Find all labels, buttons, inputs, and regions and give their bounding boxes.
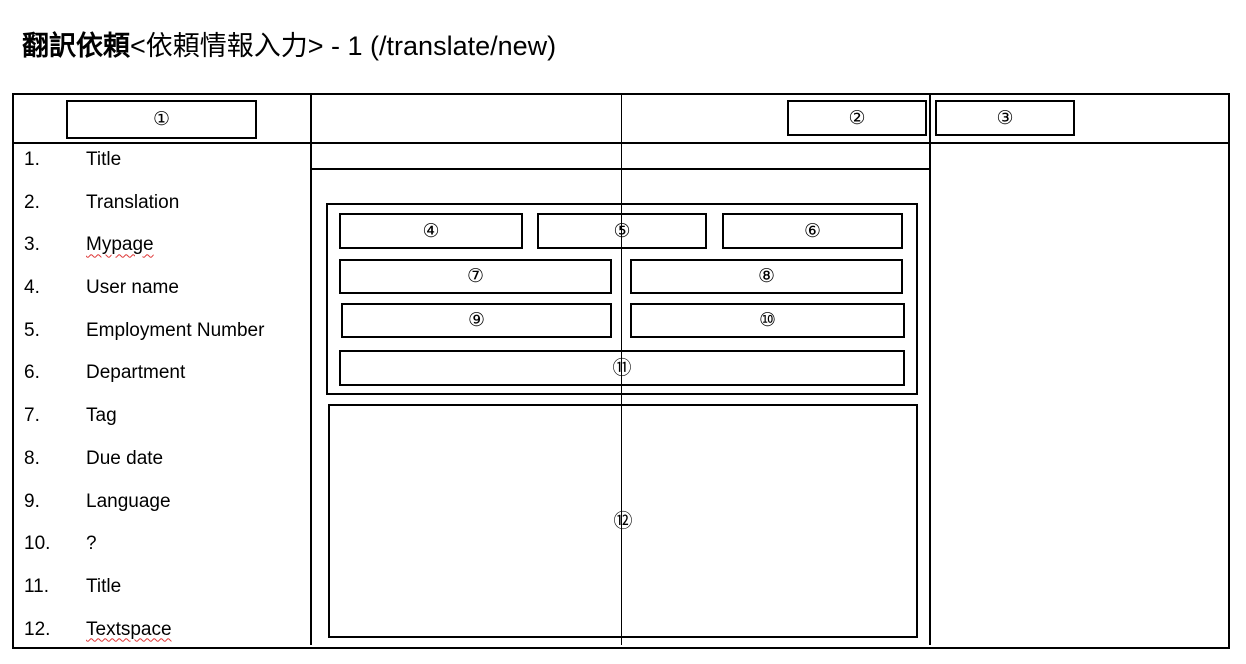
legend-item-number: 5. (24, 319, 40, 341)
box-4-user-name[interactable]: ④ (339, 213, 523, 249)
legend-item-label: Translation (86, 191, 180, 213)
legend-item-label: Mypage (86, 234, 154, 256)
legend-item-number: 6. (24, 362, 40, 384)
legend-item-label: Textspace (86, 618, 172, 640)
marker-7: ⑦ (466, 266, 485, 287)
legend-item-label: Due date (86, 447, 164, 469)
legend-item-label: Employment Number (86, 319, 265, 341)
legend-item-label: ? (86, 533, 97, 555)
legend-item-number: 10. (24, 533, 51, 555)
legend-item-number: 7. (24, 405, 40, 427)
box-10-unknown[interactable]: ⑩ (630, 303, 905, 338)
legend-item-label: User name (86, 277, 179, 299)
legend-item-number: 2. (24, 191, 40, 213)
left-column-divider (310, 95, 312, 645)
legend-item-label: Department (86, 362, 186, 384)
box-1-title-logo[interactable]: ① (66, 100, 257, 139)
page-title-subtitle: <依頼情報入力> - 1 (/translate/new) (130, 31, 557, 61)
marker-3: ③ (996, 107, 1014, 129)
page-title: 翻訳依頼<依頼情報入力> - 1 (/translate/new) (22, 28, 556, 64)
form-info-group (326, 203, 918, 395)
legend-item-label: Title (86, 149, 122, 170)
box-7-tag[interactable]: ⑦ (339, 259, 612, 294)
marker-12: ⑫ (613, 510, 633, 532)
marker-2: ② (848, 107, 866, 129)
marker-4: ④ (422, 220, 440, 242)
legend-item-number: 11. (24, 575, 50, 597)
box-2-translation[interactable]: ② (787, 100, 927, 136)
marker-10: ⑩ (758, 310, 777, 331)
main-strip-line (312, 168, 929, 170)
legend-item-label: Language (86, 490, 171, 512)
marker-5: ⑤ (613, 220, 631, 242)
box-5-employment-number[interactable]: ⑤ (537, 213, 707, 249)
marker-8: ⑧ (757, 266, 776, 287)
box-6-department[interactable]: ⑥ (722, 213, 903, 249)
box-12-textspace[interactable]: ⑫ (328, 404, 918, 638)
box-11-title[interactable]: ⑪ (339, 350, 905, 386)
legend-item-number: 12. (24, 618, 51, 640)
legend-item-number: 8. (24, 447, 40, 469)
wireframe-frame (12, 93, 1230, 649)
legend-item-number: 9. (24, 490, 40, 512)
legend-item-label: Tag (86, 405, 117, 427)
legend-item-number: 4. (24, 277, 40, 299)
box-3-mypage[interactable]: ③ (935, 100, 1075, 136)
center-guide-line (621, 95, 622, 645)
legend-item-number: 3. (24, 234, 40, 256)
marker-1: ① (152, 109, 171, 130)
marker-11: ⑪ (612, 357, 632, 379)
right-column-divider (929, 95, 931, 645)
marker-6: ⑥ (803, 220, 822, 242)
legend-item-number: 1. (24, 149, 40, 170)
legend-item-label: Title (86, 575, 122, 597)
box-8-due-date[interactable]: ⑧ (630, 259, 903, 294)
marker-9: ⑨ (467, 310, 486, 331)
box-9-language[interactable]: ⑨ (341, 303, 612, 338)
page-title-main: 翻訳依頼 (22, 31, 130, 61)
